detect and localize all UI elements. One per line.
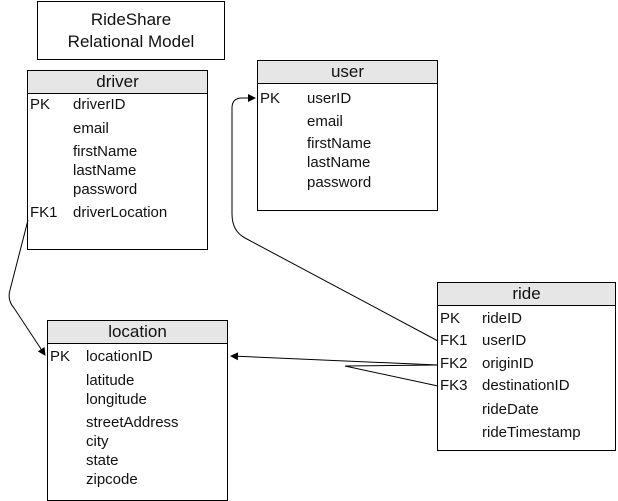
user-field-password: password — [307, 174, 372, 191]
entity-location[interactable]: location PK locationID latitude longitud… — [47, 320, 228, 501]
driver-field-lastname: lastName — [73, 162, 137, 179]
user-field-userid: userID — [307, 90, 352, 107]
ride-pk-label: PK — [440, 310, 461, 327]
user-field-lastname: lastName — [307, 154, 371, 171]
diagram-title-line1: RideShare — [90, 9, 172, 29]
location-field-latitude: latitude — [86, 372, 135, 389]
user-pk-label: PK — [260, 90, 281, 107]
user-field-email: email — [307, 113, 343, 130]
entity-user[interactable]: user PK userID email firstName lastName … — [257, 60, 438, 211]
entity-driver[interactable]: driver PK driverID email firstName lastN… — [27, 70, 208, 250]
entity-ride-header: ride — [438, 283, 615, 306]
location-field-locationid: locationID — [86, 348, 153, 365]
diagram-title-box: RideShare Relational Model — [37, 1, 225, 60]
driver-field-email: email — [73, 120, 109, 137]
entity-location-header: location — [48, 321, 227, 344]
ride-field-ridetimestamp: rideTimestamp — [482, 424, 581, 441]
ride-field-userid: userID — [482, 332, 527, 349]
entity-ride[interactable]: ride PK rideID FK1 userID FK2 originID F… — [437, 282, 616, 451]
driver-field-driverlocation: driverLocation — [73, 204, 168, 221]
driver-pk-label: PK — [30, 96, 51, 113]
driver-field-driverid: driverID — [73, 96, 126, 113]
link-ride-destination-location — [344, 364, 439, 387]
ride-fk3-label: FK3 — [440, 377, 468, 394]
ride-fk2-label: FK2 — [440, 355, 468, 372]
entity-user-header: user — [258, 61, 437, 84]
user-field-firstname: firstName — [307, 135, 372, 152]
location-pk-label: PK — [50, 348, 71, 365]
location-field-streetaddress: streetAddress — [86, 414, 179, 431]
driver-field-firstname: firstName — [73, 143, 138, 160]
location-field-state: state — [86, 452, 119, 469]
driver-fk1-label: FK1 — [30, 204, 58, 221]
link-ride-origin-location — [230, 352, 439, 366]
location-field-zipcode: zipcode — [86, 471, 138, 488]
diagram-title-line2: Relational Model — [67, 31, 195, 51]
ride-field-originid: originID — [482, 355, 534, 372]
ride-field-rideid: rideID — [482, 310, 523, 327]
location-field-longitude: longitude — [86, 391, 147, 408]
ride-field-destinationid: destinationID — [482, 377, 570, 394]
entity-driver-header: driver — [28, 71, 207, 94]
location-field-city: city — [86, 433, 109, 450]
ride-fk1-label: FK1 — [440, 332, 468, 349]
ride-field-ridedate: rideDate — [482, 401, 539, 418]
driver-field-password: password — [73, 181, 138, 198]
